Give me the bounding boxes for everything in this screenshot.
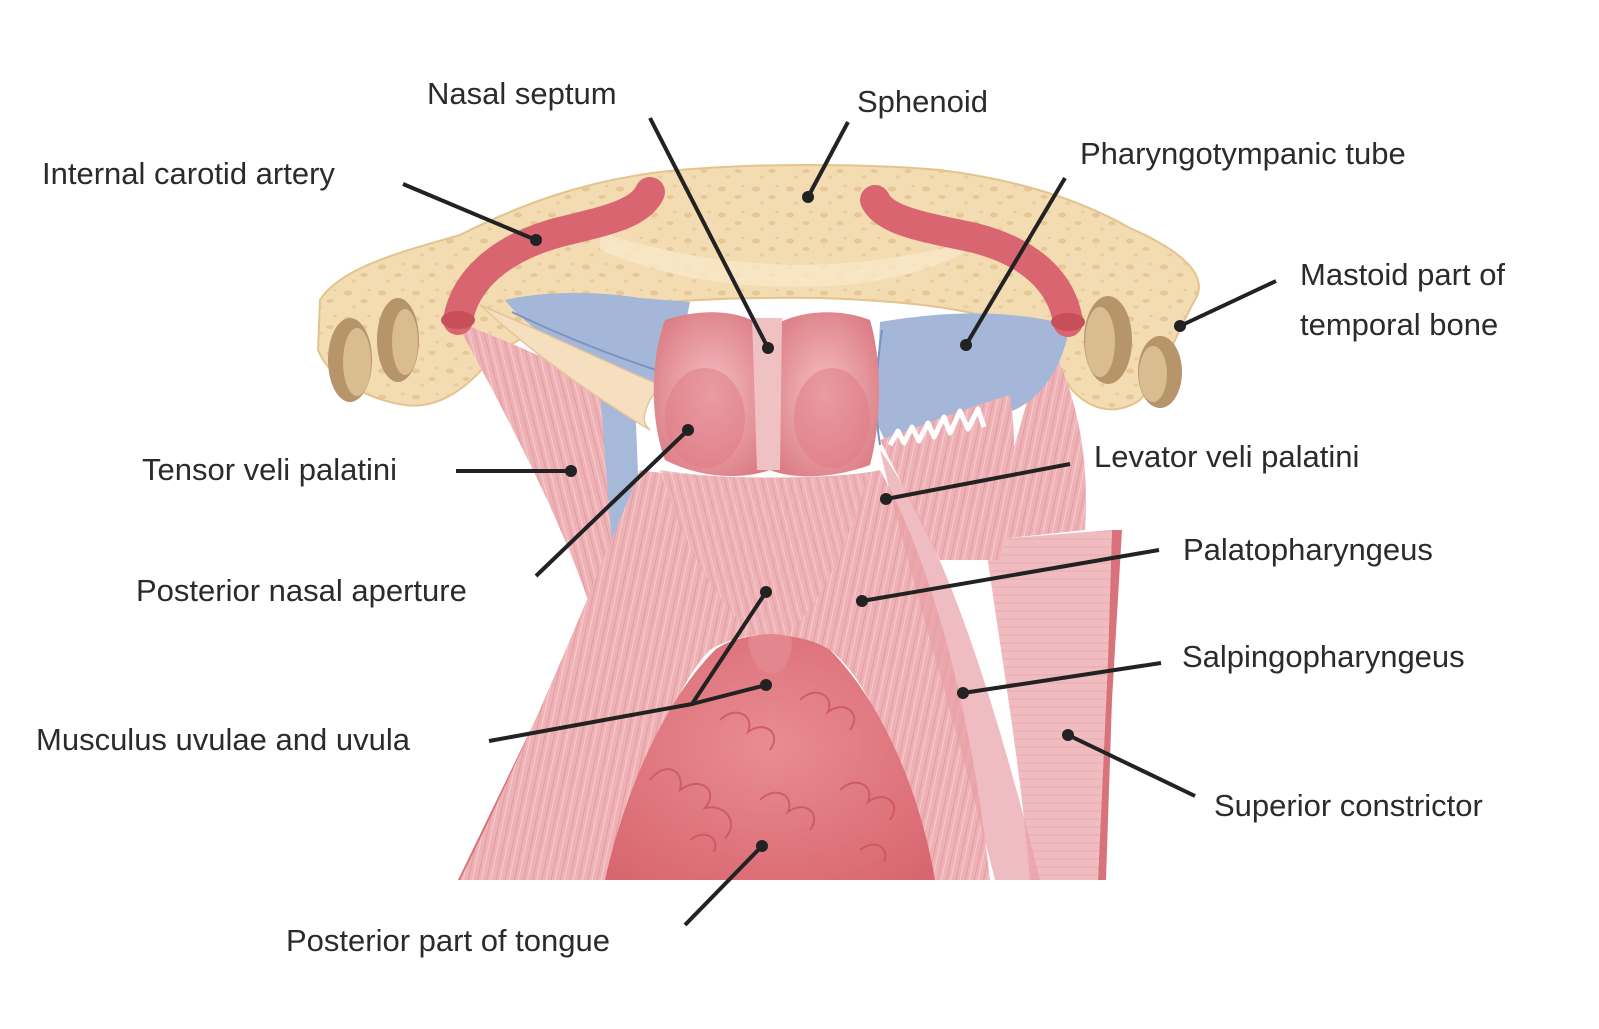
- leader-sphenoid: [806, 121, 850, 198]
- internal-carotid-left-cut: [441, 311, 475, 329]
- levator-veli-palatini-muscle: [880, 395, 1015, 560]
- levator-fiber-tips: [887, 406, 987, 447]
- dot-tongue: [756, 840, 768, 852]
- label-posterior-nasal-aperture: Posterior nasal aperture: [136, 573, 467, 608]
- label-levator-veli-palatini: Levator veli palatini: [1094, 439, 1360, 474]
- dot-pharyngotympanic: [960, 339, 972, 351]
- pharyngotympanic-tube-right: [875, 313, 1070, 450]
- leader-pharyngotympanic: [964, 176, 1067, 347]
- leader-posterior-nasal: [534, 428, 690, 578]
- tongue-texture: [649, 691, 896, 863]
- superior-constrictor-muscle: [985, 530, 1112, 880]
- right-lateral-muscle: [990, 330, 1086, 540]
- label-posterior-tongue: Posterior part of tongue: [286, 923, 610, 958]
- label-palatopharyngeus: Palatopharyngeus: [1183, 532, 1433, 567]
- leader-internal-carotid: [402, 182, 537, 242]
- label-pharyngotympanic-tube: Pharyngotympanic tube: [1080, 136, 1406, 171]
- label-superior-constrictor: Superior constrictor: [1214, 788, 1483, 823]
- dot-salpingopharyngeus: [957, 687, 969, 699]
- mastoid-cell-left-2-inner: [392, 309, 418, 375]
- leader-levator: [885, 462, 1071, 501]
- pharyngotympanic-tube-left-cream: [479, 304, 662, 431]
- dot-musculus-uvulae: [760, 586, 772, 598]
- tongue-shape: [605, 635, 935, 880]
- leader-superior-constrictor: [1067, 733, 1196, 798]
- label-musculus-uvulae: Musculus uvulae and uvula: [36, 722, 410, 757]
- dot-nasal-septum: [762, 342, 774, 354]
- leader-dots: [530, 191, 1186, 852]
- label-nasal-septum: Nasal septum: [427, 76, 617, 111]
- mastoid-cell-right-2-inner: [1139, 346, 1167, 402]
- label-mastoid-part: Mastoid part of temporal bone: [1300, 257, 1506, 342]
- leader-salpingopharyngeus: [962, 661, 1162, 695]
- dot-posterior-nasal: [682, 424, 694, 436]
- salpingopharyngeus-muscle: [880, 450, 1040, 880]
- choana-left-inner: [665, 368, 745, 468]
- dot-levator: [880, 493, 892, 505]
- palatopharyngeus-muscle: [460, 470, 990, 880]
- leader-uvula-branch: [691, 683, 767, 706]
- internal-carotid-left: [443, 177, 665, 335]
- nasal-septum-shape: [752, 318, 782, 470]
- label-sphenoid: Sphenoid: [857, 84, 989, 119]
- dot-superior-constrictor: [1062, 729, 1074, 741]
- label-salpingopharyngeus: Salpingopharyngeus: [1182, 639, 1465, 674]
- leader-palatopharyngeus: [861, 548, 1160, 603]
- label-internal-carotid-artery: Internal carotid artery: [42, 156, 335, 191]
- dot-uvula: [760, 679, 772, 691]
- dot-internal-carotid: [530, 234, 542, 246]
- dot-sphenoid: [802, 191, 814, 203]
- sphenoid-band: [600, 232, 985, 287]
- internal-carotid-right-cut: [1051, 313, 1085, 331]
- label-tensor-veli-palatini: Tensor veli palatini: [142, 452, 398, 487]
- dot-tensor: [565, 465, 577, 477]
- dot-mastoid: [1174, 320, 1186, 332]
- leader-lines: [402, 117, 1277, 927]
- uvula-shape: [748, 634, 792, 674]
- choana-right-inner: [794, 368, 870, 468]
- pharyngotympanic-tube-left: [505, 292, 690, 400]
- internal-carotid-right: [860, 185, 1083, 337]
- dot-palatopharyngeus: [856, 595, 868, 607]
- leader-nasal-septum: [648, 117, 770, 349]
- pharyngotympanic-tube-left-line: [511, 311, 663, 373]
- superior-constrictor-edge: [1098, 530, 1122, 880]
- mastoid-cell-left-1-inner: [343, 328, 371, 396]
- leader-mastoid: [1179, 279, 1277, 328]
- mastoid-cell-right-1-inner: [1085, 307, 1115, 377]
- soft-palate: [660, 470, 870, 640]
- leader-tongue: [683, 844, 764, 927]
